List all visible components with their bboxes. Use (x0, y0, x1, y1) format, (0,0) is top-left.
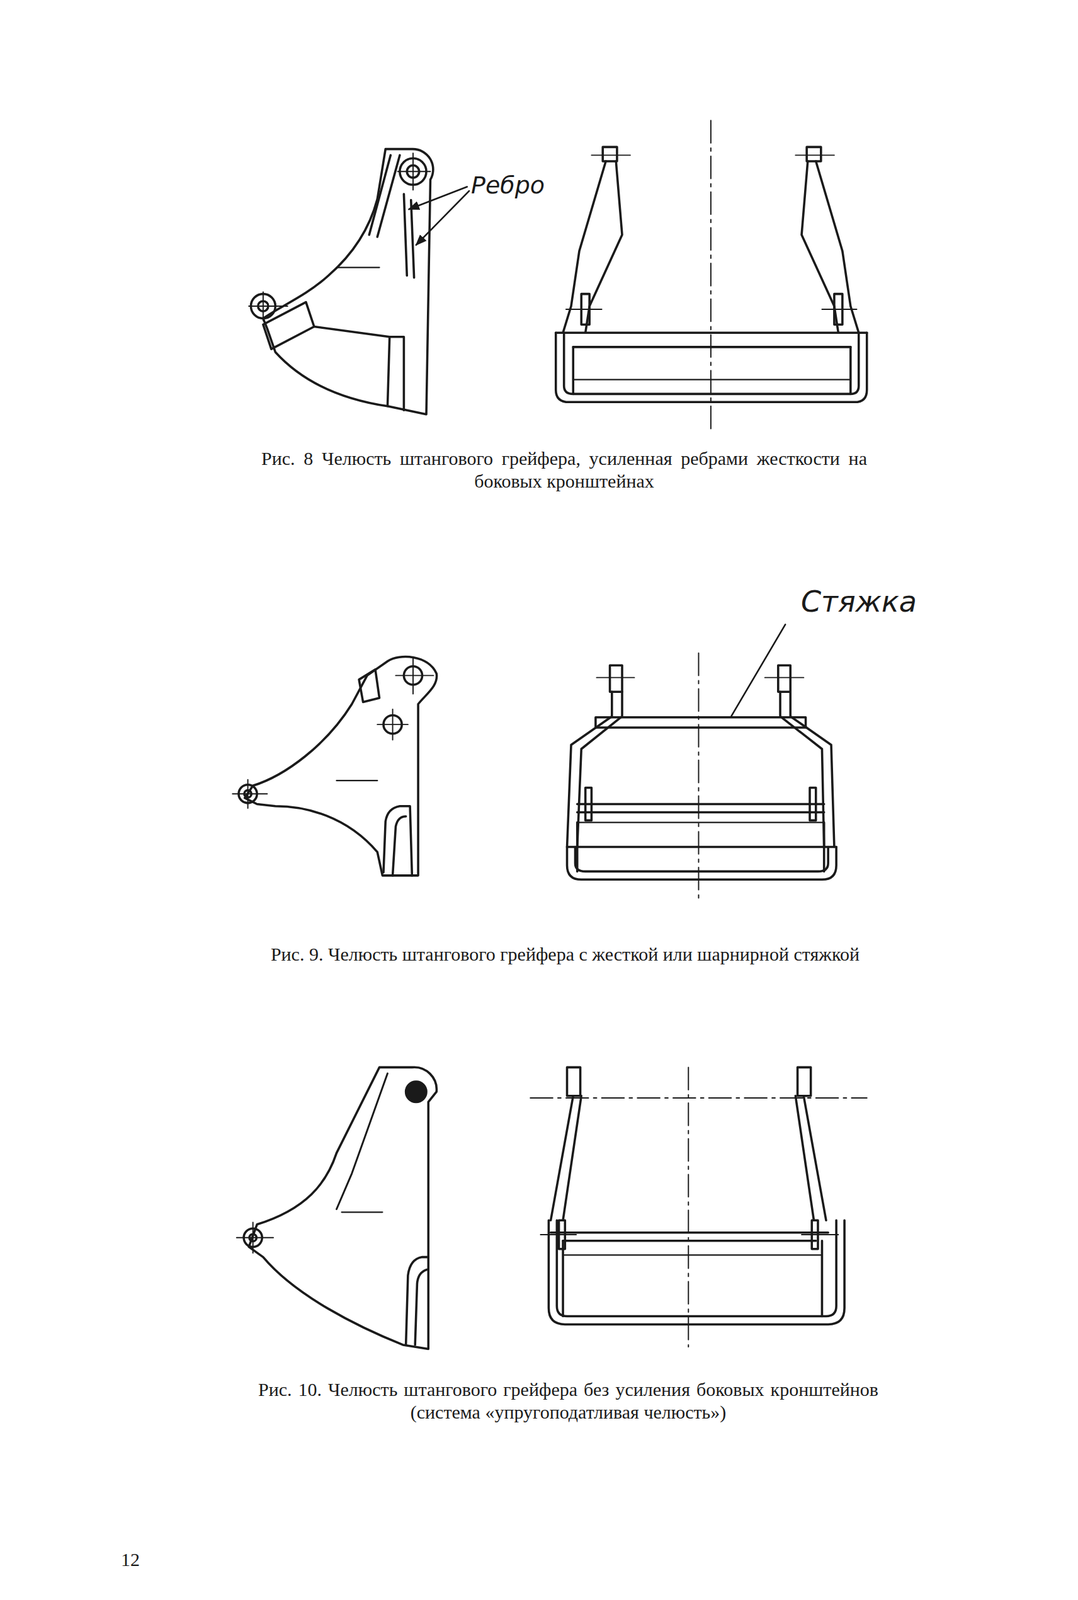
jaw-front-view (556, 120, 868, 431)
figure-caption: Рис. 10. Челюсть штангового грейфера без… (258, 1377, 879, 1424)
figure-caption: Рис. 9. Челюсть штангового грейфера с же… (261, 942, 869, 966)
jaw-side-view (248, 149, 434, 415)
jaw-side-view (236, 1066, 437, 1349)
tie-rod (595, 717, 806, 728)
page-number: 12 (120, 1547, 140, 1571)
figure-caption: Рис. 8 Челюсть штангового грейфера, усил… (261, 447, 868, 493)
part-label: Стяжка (800, 584, 917, 619)
part-label: Ребро (470, 171, 545, 201)
jaw-front-view (530, 1066, 867, 1347)
jaw-side-view (232, 656, 437, 875)
jaw-front-view (567, 652, 837, 898)
